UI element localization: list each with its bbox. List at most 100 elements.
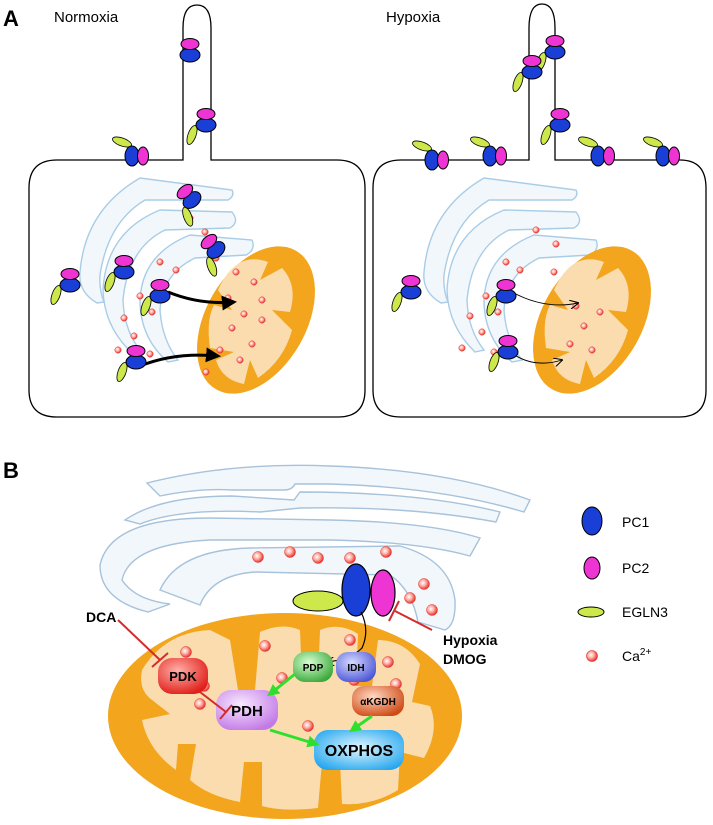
pc2-ellipse bbox=[196, 108, 216, 120]
pc1-pc2-complex bbox=[112, 136, 149, 167]
pc1-pc2-complex bbox=[578, 136, 615, 167]
panel-b-protein-complex bbox=[292, 563, 396, 617]
pc1-ellipse bbox=[195, 117, 217, 133]
pc1-ellipse bbox=[549, 117, 571, 133]
pdk-label: PDK bbox=[169, 669, 197, 684]
pc1-pc2-complex bbox=[470, 136, 507, 167]
legend-calcium-label: Ca2+ bbox=[622, 647, 651, 664]
egln3-ellipse bbox=[540, 125, 552, 145]
pc1-pc2-complex bbox=[50, 268, 81, 305]
egln3-ellipse bbox=[50, 285, 62, 305]
pc1-ellipse bbox=[590, 145, 606, 167]
calcium-dot bbox=[516, 266, 524, 274]
pc2-ellipse bbox=[176, 183, 194, 200]
pc2-ellipse bbox=[137, 146, 149, 166]
pc2-ellipse bbox=[370, 569, 396, 617]
calcium-dot bbox=[482, 292, 490, 300]
calcium-dot bbox=[580, 322, 588, 330]
calcium-dot bbox=[194, 698, 206, 710]
calcium-dot bbox=[236, 356, 244, 364]
pc1-ellipse bbox=[341, 563, 371, 617]
pc1-pc2-complex bbox=[179, 38, 201, 63]
legend-pc2-label: PC2 bbox=[622, 560, 649, 576]
pc1-ellipse bbox=[124, 145, 140, 167]
calcium-dot bbox=[418, 578, 430, 590]
egln3-ellipse bbox=[116, 362, 128, 382]
pdh-to-oxphos-arrow bbox=[269, 728, 320, 748]
calcium-dot bbox=[252, 551, 264, 563]
pc2-ellipse bbox=[583, 556, 601, 580]
legend: PC1 PC2 EGLN3 Ca2+ bbox=[577, 506, 668, 664]
akgdh-node: αKGDH bbox=[352, 686, 404, 716]
calcium-dot bbox=[284, 546, 296, 558]
calcium-dot bbox=[224, 294, 232, 302]
egln3-ellipse bbox=[140, 296, 152, 316]
pc1-ellipse bbox=[495, 288, 517, 304]
pc1-ellipse bbox=[125, 354, 147, 370]
pc1-pc2-complex bbox=[412, 140, 449, 171]
hypoxia-mitochondrion bbox=[533, 246, 651, 394]
protein-complexes bbox=[50, 35, 680, 382]
idh-node: IDH bbox=[336, 652, 376, 682]
pc2-ellipse bbox=[401, 275, 421, 287]
calcium-dot bbox=[478, 328, 486, 336]
pc1-pc2-complex bbox=[104, 255, 135, 292]
calcium-dot bbox=[120, 314, 128, 322]
calcium-dot bbox=[552, 240, 560, 248]
pdk-inhibits-pdh bbox=[199, 691, 233, 720]
hypoxia-calcium-transfer-arrow bbox=[511, 291, 578, 305]
calcium-dot bbox=[312, 552, 324, 564]
legend-pc1-label: PC1 bbox=[622, 514, 649, 530]
hypoxia-dmog-inhibits-pc2 bbox=[388, 600, 433, 631]
pc1-pc2-complex bbox=[391, 275, 422, 312]
calcium-dot bbox=[232, 268, 240, 276]
egln3-ellipse bbox=[186, 125, 198, 145]
pc2-ellipse bbox=[603, 146, 615, 166]
pc2-ellipse bbox=[437, 150, 449, 170]
idh-label: IDH bbox=[347, 663, 364, 674]
calcium-dot bbox=[156, 258, 164, 266]
calcium-dot bbox=[250, 278, 258, 286]
akgdh-to-oxphos-arrow bbox=[349, 714, 373, 733]
pc1-ellipse bbox=[179, 47, 201, 63]
pc1-pc2-complex bbox=[140, 279, 171, 316]
normoxia-label: Normoxia bbox=[54, 9, 119, 26]
pdp-label: PDP bbox=[303, 663, 324, 674]
egln3-ellipse bbox=[486, 296, 498, 316]
calcium-dot bbox=[172, 266, 180, 274]
oxphos-label: OXPHOS bbox=[325, 743, 394, 760]
calcium-dot bbox=[532, 226, 540, 234]
calcium-dot bbox=[202, 368, 210, 376]
pc2-ellipse bbox=[668, 146, 680, 166]
egln3-ellipse bbox=[104, 272, 116, 292]
calcium-dot bbox=[596, 308, 604, 316]
pdh-node: PDH bbox=[216, 690, 278, 730]
pc1-ellipse bbox=[581, 506, 603, 536]
calcium-dot bbox=[258, 296, 266, 304]
panel-b-er bbox=[99, 464, 531, 631]
calcium-dot bbox=[458, 344, 466, 352]
hypoxia-cell-membrane bbox=[372, 3, 707, 418]
egln3-ellipse bbox=[206, 256, 218, 277]
calcium-dot bbox=[344, 634, 356, 646]
calcium-dot bbox=[201, 228, 209, 236]
pdh-label: PDH bbox=[231, 703, 263, 720]
dca-inhibits-pdk bbox=[117, 619, 169, 668]
egln3-ellipse bbox=[391, 292, 403, 312]
panel-b-calcium-dots bbox=[180, 546, 438, 732]
hypoxia-inhibitor-label: Hypoxia bbox=[443, 632, 498, 648]
pc1-pc2-complex bbox=[512, 55, 543, 92]
egln3-ellipse bbox=[643, 136, 663, 148]
panel-a-letter: A bbox=[3, 6, 19, 31]
pc1-ellipse bbox=[149, 288, 171, 304]
dca-label: DCA bbox=[86, 609, 116, 625]
pdk-node: PDK bbox=[158, 658, 208, 694]
calcium-dot bbox=[380, 546, 392, 558]
pc1-ellipse bbox=[482, 145, 498, 167]
calcium-dot bbox=[136, 292, 144, 300]
pc1-ellipse bbox=[655, 145, 671, 167]
pc2-ellipse bbox=[522, 55, 542, 67]
pc1-pc2-complex bbox=[116, 345, 147, 382]
calcium-dot bbox=[588, 346, 596, 354]
calcium-dot bbox=[259, 640, 271, 652]
